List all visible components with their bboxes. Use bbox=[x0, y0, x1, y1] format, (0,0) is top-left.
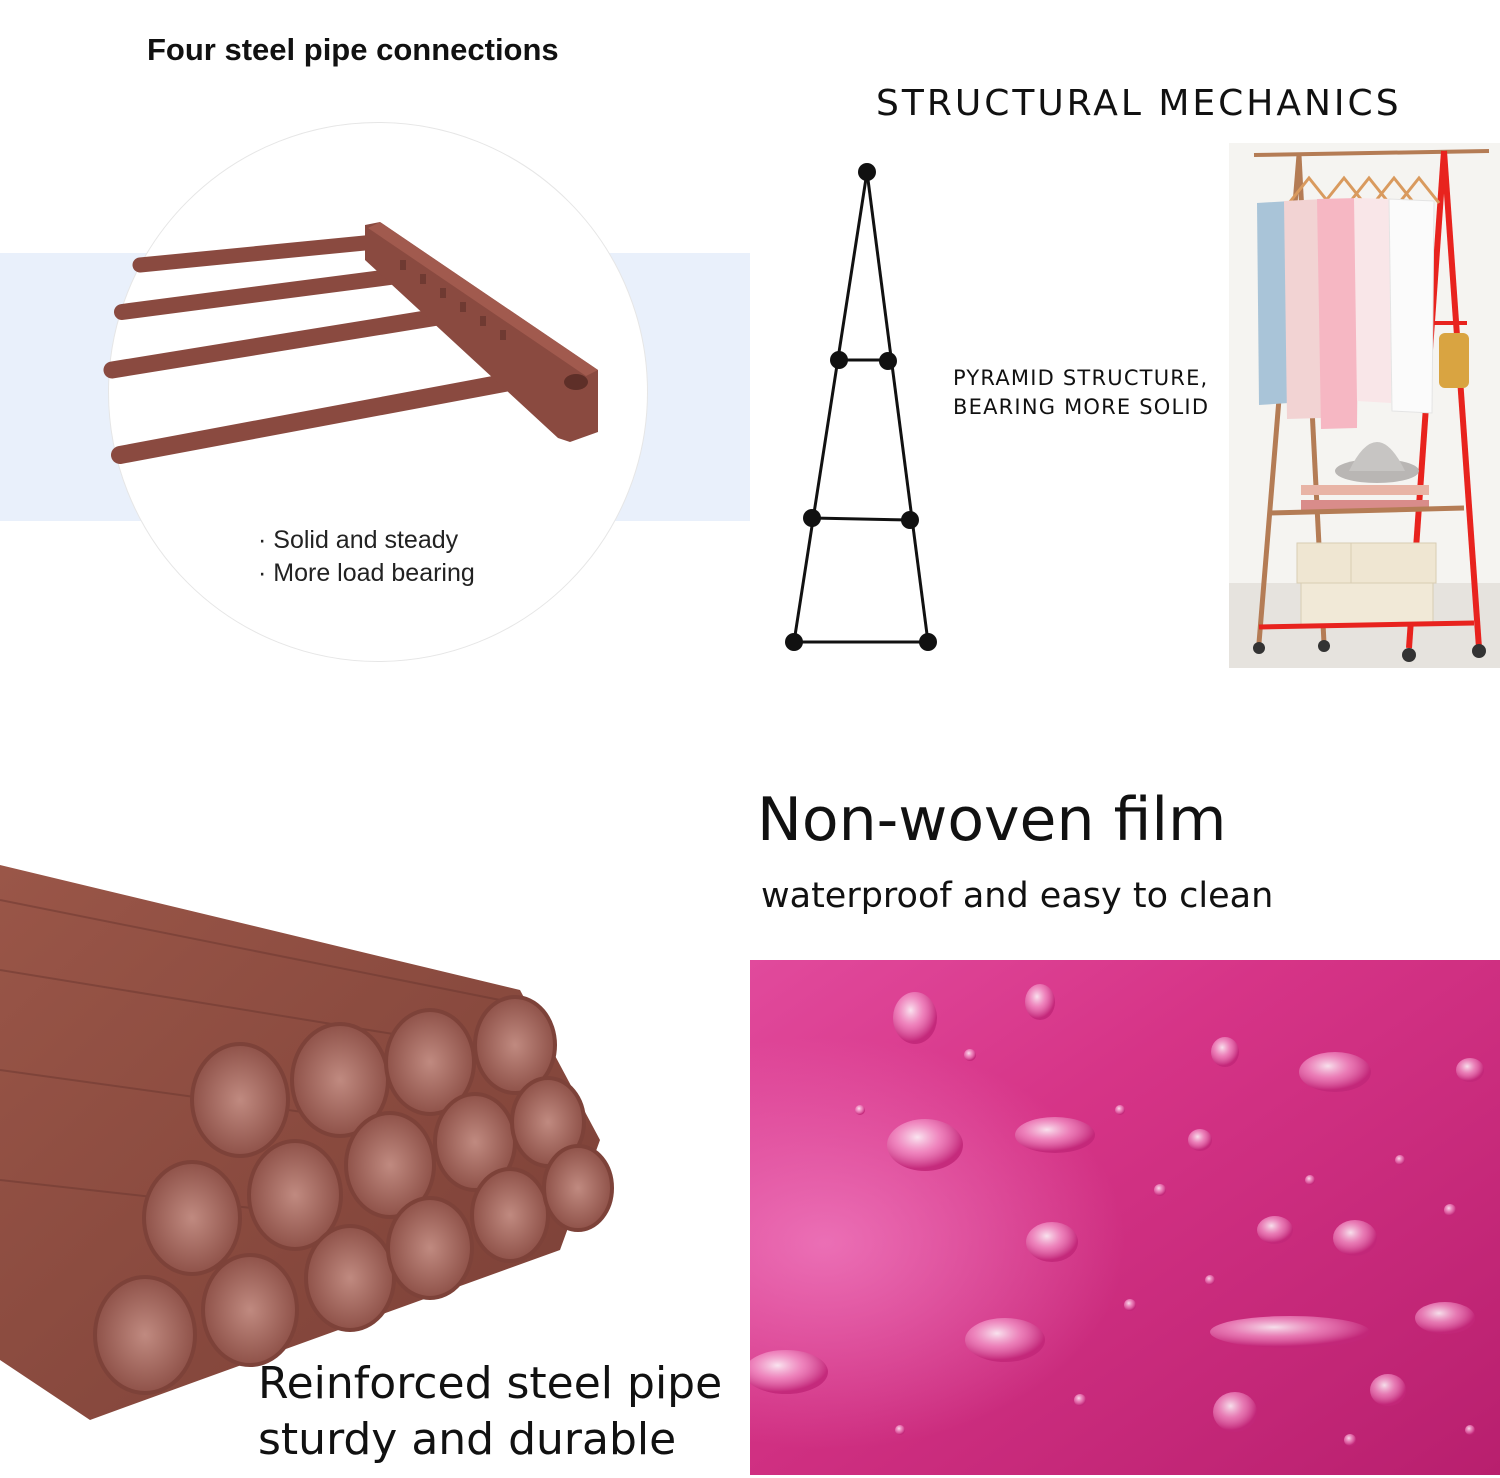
fabric-droplets-image bbox=[750, 960, 1500, 1475]
pipe-caption: Reinforced steel pipe sturdy and durable bbox=[258, 1356, 722, 1468]
rack-connection-illustration bbox=[103, 222, 598, 464]
pyramid-diagram bbox=[785, 163, 937, 651]
pipe-caption-line: Reinforced steel pipe bbox=[258, 1358, 723, 1409]
connections-bullets: · Solid and steady · More load bearing bbox=[258, 524, 475, 590]
connections-title: Four steel pipe connections bbox=[147, 32, 559, 67]
pyramid-description-line: BEARING MORE SOLID bbox=[953, 395, 1210, 419]
steel-pipes-illustration bbox=[0, 865, 614, 1420]
pyramid-description-line: PYRAMID STRUCTURE, bbox=[953, 366, 1209, 390]
film-title: Non-woven film bbox=[757, 785, 1227, 855]
waterproof-fabric-photo bbox=[750, 960, 1500, 1475]
pyramid-description: PYRAMID STRUCTURE, BEARING MORE SOLID bbox=[953, 364, 1209, 422]
clothes-rack-image bbox=[1229, 143, 1500, 668]
clothes-rack-photo bbox=[1229, 143, 1500, 668]
film-subtitle: waterproof and easy to clean bbox=[761, 876, 1274, 916]
bullet-item: · More load bearing bbox=[258, 559, 475, 587]
pipe-caption-line: sturdy and durable bbox=[258, 1414, 677, 1465]
mechanics-title: STRUCTURAL MECHANICS bbox=[876, 83, 1402, 124]
bullet-item: · Solid and steady bbox=[258, 526, 459, 554]
